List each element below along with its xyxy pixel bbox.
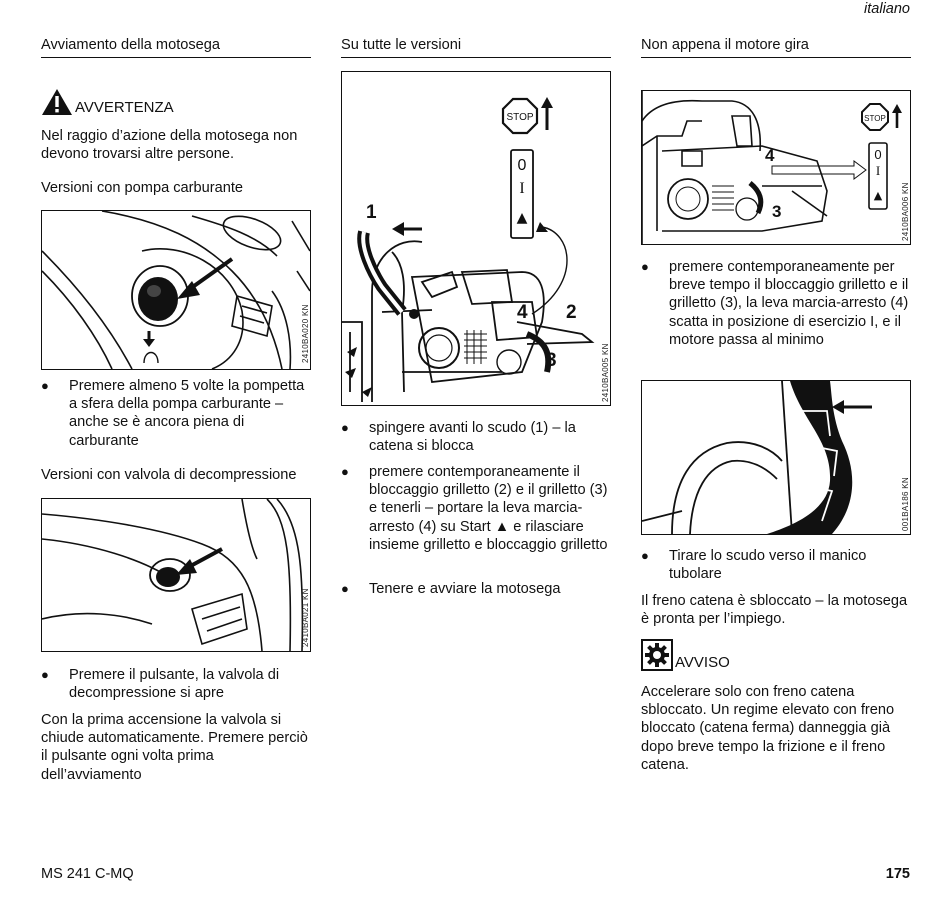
bullet-start-saw: ● Tenere e avviare la motosega (341, 580, 611, 598)
notice-header: AVVISO (641, 639, 730, 671)
language-label: italiano (864, 1, 910, 17)
brake-released-text: Il freno catena è sbloccato – la motoseg… (641, 593, 908, 628)
bullet-dot: ● (341, 581, 349, 596)
bullet-push-guard: ● spingere avanti lo scudo (1) – la cate… (341, 419, 611, 455)
page-number: 175 (885, 866, 910, 882)
bullet-pump: ● Premere almeno 5 volte la pompetta a s… (41, 377, 311, 450)
switch-label-off: 0 (518, 157, 527, 174)
switch-label-on: I (519, 180, 524, 197)
chainsaw-start-illustration: STOP 0 I ▲ (342, 97, 595, 402)
bullet-text: spingere avanti lo scudo (1) – la catena… (369, 420, 576, 455)
callout-2: 2 (566, 302, 577, 323)
bullet-text: Premere almeno 5 volte la pompetta a sfe… (69, 378, 305, 449)
switch-label-start: ▲ (874, 189, 883, 202)
switch-label-on: I (876, 163, 880, 178)
bullet-dot: ● (41, 378, 49, 393)
figure-chainsaw-start: STOP 0 I ▲ (341, 71, 611, 406)
gear-notice-icon (641, 639, 673, 671)
notice-text: Accelerare solo con freno catena sblocca… (641, 684, 895, 773)
bullet-press-trigger: ● premere contemporaneamente il bloccagg… (341, 463, 611, 554)
figure-code: 2410BA005 KN (601, 343, 610, 402)
figure-chain-brake-release: 001BA186 KN (641, 380, 911, 535)
bullet-dot: ● (341, 464, 349, 479)
figure-engine-running: STOP 0 I ▲ 4 3 2410BA006 (641, 90, 911, 245)
figure-code: 001BA186 KN (901, 476, 910, 531)
callout-4: 4 (765, 146, 775, 165)
stop-sign-text: STOP (864, 114, 886, 123)
warning-triangle-icon (42, 89, 72, 115)
section-title-engine-running: Non appena il motore gira (641, 36, 911, 58)
section-title-all-versions: Su tutte le versioni (341, 36, 611, 58)
warning-label: AVVERTENZA (75, 98, 174, 116)
bullet-text: Tenere e avviare la motosega (369, 581, 561, 597)
column-start: Avviamento della motosega (41, 36, 311, 58)
valve-note: Con la prima accensione la valvola si ch… (41, 712, 308, 783)
bullet-text: premere contemporaneamente il bloccaggio… (369, 464, 608, 553)
column-all-versions: Su tutte le versioni (341, 36, 611, 58)
engine-running-illustration: STOP 0 I ▲ 4 3 (642, 91, 902, 244)
callout-3: 3 (546, 350, 557, 371)
warning-header: AVVERTENZA (41, 88, 174, 116)
figure-code: 2410BA006 KN (901, 182, 910, 241)
column-engine-running: Non appena il motore gira (641, 36, 911, 58)
fuel-pump-illustration (42, 211, 310, 369)
callout-1: 1 (366, 202, 377, 223)
bullet-pull-guard: ● Tirare lo scudo verso il manico tubola… (641, 547, 913, 583)
switch-label-start: ▲ (517, 210, 528, 226)
pump-heading: Versioni con pompa carburante (41, 180, 244, 196)
bullet-release-idle: ● premere contemporaneamente per breve t… (641, 258, 913, 349)
callout-4: 4 (517, 302, 528, 323)
chain-brake-illustration (642, 381, 872, 534)
decompression-valve-illustration (42, 499, 304, 651)
footer-model: MS 241 C-MQ (41, 866, 134, 882)
notice-label: AVVISO (675, 653, 730, 671)
figure-code: 2410BA021 KN (301, 588, 310, 647)
warning-text: Nel raggio d’azione della motosega non d… (41, 128, 298, 163)
bullet-dot: ● (641, 259, 649, 274)
bullet-text: premere contemporaneamente per breve tem… (669, 259, 909, 348)
figure-decompression-valve: 2410BA021 KN (41, 498, 311, 652)
bullet-dot: ● (641, 548, 649, 563)
valve-heading: Versioni con valvola di decompressione (41, 467, 297, 483)
callout-3: 3 (772, 202, 781, 221)
bullet-dot: ● (41, 667, 49, 682)
figure-fuel-pump: 2410BA020 KN (41, 210, 311, 370)
switch-label-off: 0 (874, 147, 881, 162)
bullet-valve: ● Premere il pulsante, la valvola di dec… (41, 666, 311, 702)
bullet-text: Premere il pulsante, la valvola di decom… (69, 667, 280, 702)
bullet-text: Tirare lo scudo verso il manico tubolare (669, 548, 867, 583)
section-title-start: Avviamento della motosega (41, 36, 311, 58)
bullet-dot: ● (341, 420, 349, 435)
stop-sign-text: STOP (506, 112, 533, 123)
figure-code: 2410BA020 KN (301, 304, 310, 363)
